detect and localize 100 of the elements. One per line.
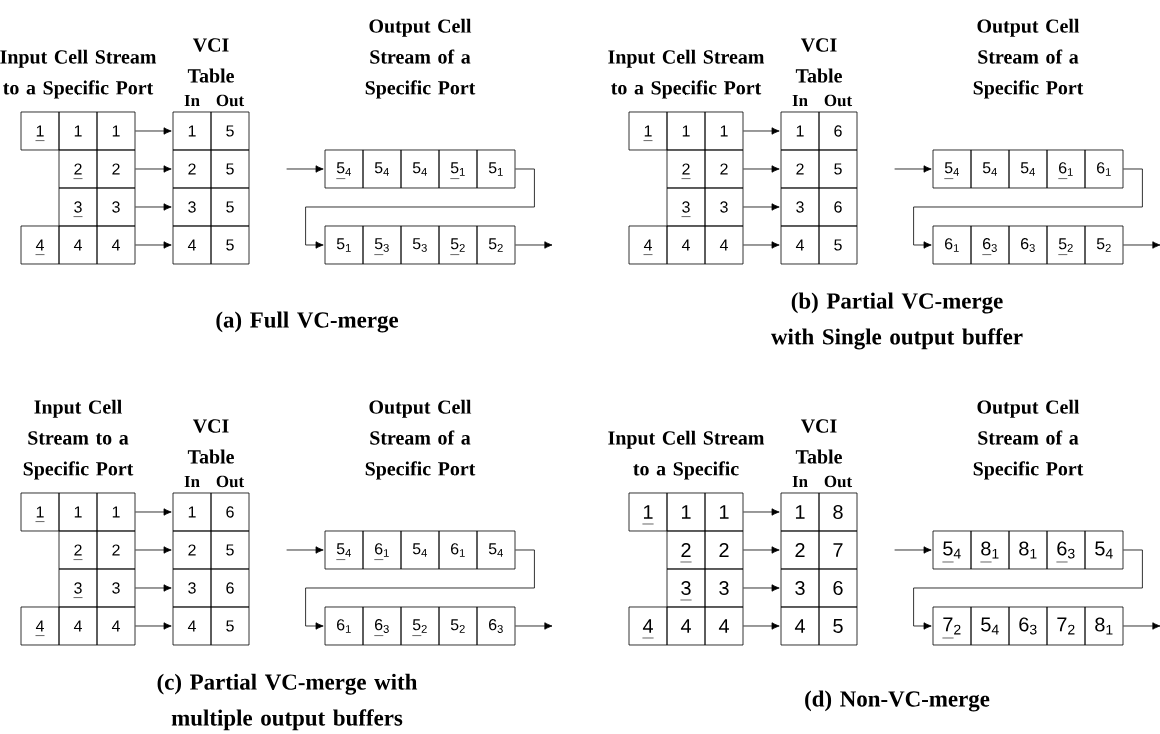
arrow [743, 165, 780, 173]
column-header: In [792, 94, 808, 106]
column-header: Out [216, 475, 245, 488]
input-cell: 3 [704, 568, 744, 608]
heading: VCI Table [795, 419, 842, 464]
buffer-cell: 6$_{1}$ [1046, 149, 1086, 189]
arrow [305, 549, 535, 630]
input-cell: 4 [704, 225, 744, 265]
table-cell: 2 [172, 149, 212, 189]
input-cell: 4 [628, 225, 668, 265]
table-cell: 6 [210, 492, 250, 532]
input-cell: 1 [58, 492, 98, 532]
input-cell: 3 [96, 187, 136, 227]
buffer-cell: 5$_{1}$ [438, 149, 478, 189]
table-cell: 5 [210, 606, 250, 646]
buffer-cell: 6$_{1}$ [438, 530, 478, 570]
heading: Input Cell Stream to a Specific [608, 430, 765, 480]
input-cell: 1 [58, 111, 98, 151]
arrow [135, 546, 172, 554]
arrow [913, 168, 1143, 249]
table-cell: 5 [210, 149, 250, 189]
table-cell: 5 [818, 606, 858, 646]
arrow [286, 546, 324, 554]
arrow [894, 165, 932, 173]
buffer-cell: 5$_{2}$ [1084, 225, 1124, 265]
buffer-cell: 5$_{4}$ [1008, 149, 1048, 189]
heading: VCI Table [795, 38, 842, 83]
buffer-cell: 5$_{4}$ [970, 606, 1010, 646]
input-cell: 1 [704, 111, 744, 151]
input-cell: 4 [20, 225, 60, 265]
table-cell: 3 [172, 187, 212, 227]
buffer-cell: 5$_{2}$ [1046, 225, 1086, 265]
input-cell: 1 [628, 111, 668, 151]
buffer-cell: 6$_{3}$ [1008, 225, 1048, 265]
buffer-cell: 8$_{1}$ [1084, 606, 1124, 646]
arrow [135, 508, 172, 516]
caption: (a) Full VC-merge [216, 311, 399, 333]
heading: Output Cell Stream of a Specific Port [973, 399, 1084, 480]
table-cell: 2 [780, 530, 820, 570]
table-cell: 4 [780, 606, 820, 646]
buffer-cell: 6$_{1}$ [1084, 149, 1124, 189]
buffer-cell: 5$_{2}$ [476, 225, 516, 265]
arrow [135, 584, 172, 592]
buffer-cell: 5$_{2}$ [400, 606, 440, 646]
heading: Output Cell Stream of a Specific Port [973, 18, 1084, 99]
buffer-cell: 5$_{4}$ [324, 149, 364, 189]
table-cell: 4 [780, 225, 820, 265]
table-cell: 1 [172, 111, 212, 151]
buffer-cell: 5$_{2}$ [438, 606, 478, 646]
table-cell: 3 [780, 187, 820, 227]
input-cell: 2 [58, 530, 98, 570]
table-cell: 5 [818, 149, 858, 189]
column-header: In [184, 475, 200, 487]
buffer-cell: 5$_{4}$ [970, 149, 1010, 189]
input-cell: 2 [96, 530, 136, 570]
input-cell: 3 [666, 568, 706, 608]
buffer-cell: 6$_{1}$ [324, 606, 364, 646]
buffer-cell: 7$_{2}$ [932, 606, 972, 646]
caption: (d) Non-VC-merge [805, 690, 990, 712]
table-cell: 4 [172, 225, 212, 265]
table-cell: 6 [818, 187, 858, 227]
input-cell: 3 [666, 187, 706, 227]
arrow [286, 165, 324, 173]
column-header: Out [216, 94, 245, 107]
column-header: In [184, 94, 200, 106]
input-cell: 4 [20, 606, 60, 646]
caption: (c) Partial VC-merge with multiple output buffers [157, 673, 418, 731]
input-cell: 4 [96, 606, 136, 646]
input-cell: 1 [96, 492, 136, 532]
buffer-cell: 6$_{3}$ [1008, 606, 1048, 646]
heading: Output Cell Stream of a Specific Port [365, 18, 476, 99]
input-cell: 1 [20, 111, 60, 151]
arrow [515, 622, 553, 630]
arrow [135, 622, 172, 630]
heading: Input Cell Stream to a Specific Port [608, 49, 765, 99]
input-cell: 3 [58, 187, 98, 227]
arrow [743, 546, 780, 554]
table-cell: 7 [818, 530, 858, 570]
input-cell: 2 [58, 149, 98, 189]
heading: VCI Table [187, 419, 234, 464]
input-cell: 4 [58, 606, 98, 646]
table-cell: 5 [210, 111, 250, 151]
table-cell: 5 [210, 530, 250, 570]
table-cell: 6 [818, 568, 858, 608]
input-cell: 2 [96, 149, 136, 189]
buffer-cell: 6$_{1}$ [932, 225, 972, 265]
buffer-cell: 5$_{2}$ [438, 225, 478, 265]
table-cell: 5 [818, 225, 858, 265]
arrow [743, 127, 780, 135]
column-header: Out [824, 475, 853, 488]
arrow [305, 168, 535, 249]
buffer-cell: 6$_{3}$ [476, 606, 516, 646]
buffer-cell: 8$_{1}$ [1008, 530, 1048, 570]
arrow [743, 203, 780, 211]
input-cell: 4 [628, 606, 668, 646]
arrow [743, 241, 780, 249]
buffer-cell: 8$_{1}$ [970, 530, 1010, 570]
table-cell: 4 [172, 606, 212, 646]
arrow [515, 241, 553, 249]
arrow [1123, 241, 1160, 249]
